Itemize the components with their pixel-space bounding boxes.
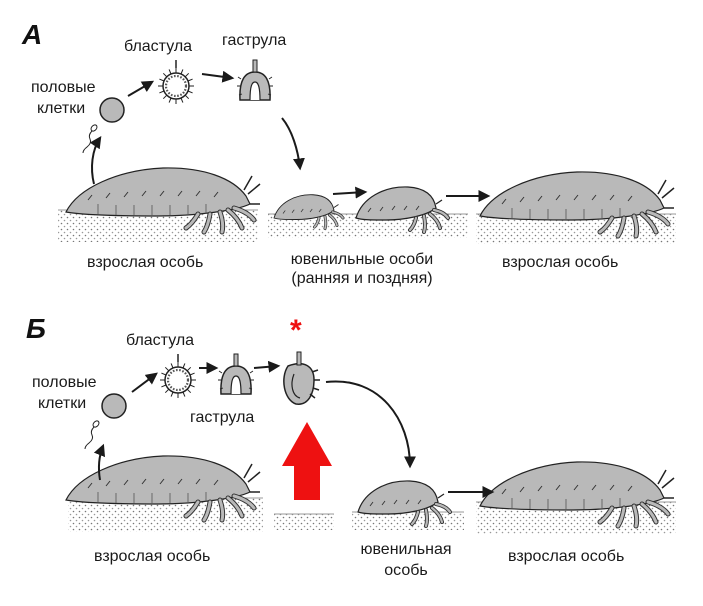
adult-right-label-b: взрослая особь (508, 548, 625, 565)
blastula-b (158, 352, 198, 400)
gastrula-label-b: гаструла (190, 409, 255, 426)
gastrula-b (217, 353, 255, 395)
panel-b (66, 351, 676, 534)
juvenile-label-b-line2: особь (384, 562, 428, 579)
star-marker: * (290, 314, 302, 347)
gastrula-label-a: гаструла (222, 32, 287, 49)
arrow-germ-to-blastula-a (127, 80, 155, 97)
arrow-adult-to-germ-a (89, 136, 102, 185)
blastula-a (156, 58, 196, 106)
blastula-label-b: бластула (126, 332, 195, 349)
arrow-gastrula-to-embryo-b (253, 360, 281, 373)
arrow-blastula-to-gastrula-a (201, 70, 235, 83)
juveniles-label-a-line1: ювенильные особи (290, 251, 434, 268)
arrow-adult-to-germ-b (93, 443, 106, 481)
arrow-gastrula-to-juvenile-a (281, 117, 305, 171)
juveniles-label-a-line2: (ранняя и поздняя) (291, 270, 433, 287)
panel-b-letter: Б (26, 313, 46, 344)
germ-cells-label-a-line2: клетки (37, 100, 86, 117)
modified-embryo-b (283, 351, 320, 405)
arrow-embryo-to-juvenile-b (325, 380, 416, 469)
ground-juvenile-b (352, 512, 464, 530)
germ-cells-label-b-line1: половые (32, 374, 97, 391)
highlight-arrow-up (282, 422, 332, 500)
juvenile-label-b-line1: ювенильная (360, 541, 452, 558)
germ-cells-label-b-line2: клетки (38, 395, 87, 412)
gastrula-a (236, 59, 274, 101)
arrow-juvenile-early-to-late-a (332, 186, 368, 199)
panel-a (58, 58, 676, 244)
ground-gap-b (274, 514, 334, 530)
adult-left-label-b: взрослая особь (94, 548, 211, 565)
panel-a-letter: А (22, 19, 43, 50)
germ-cell-a (82, 97, 125, 154)
arrow-germ-to-blastula-b (131, 372, 158, 393)
adult-right-label-a: взрослая особь (502, 254, 619, 271)
germ-cell-b (84, 393, 127, 450)
adult-left-label-a: взрослая особь (87, 254, 204, 271)
blastula-label-a: бластула (124, 38, 193, 55)
germ-cells-label-a-line1: половые (31, 79, 96, 96)
